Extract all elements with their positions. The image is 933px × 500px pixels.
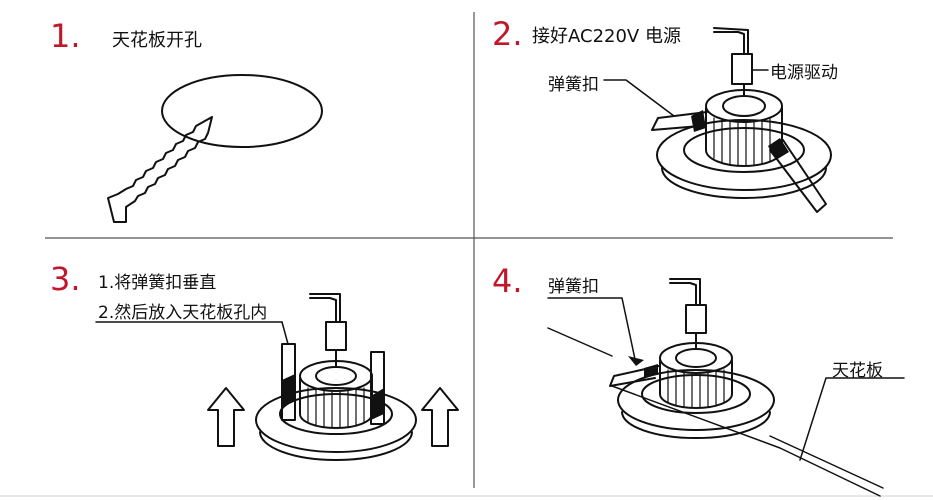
- clip-shade-right-2: [768, 138, 789, 160]
- step3-label-leader: [281, 321, 289, 345]
- step-2-number: 2.: [492, 15, 523, 53]
- step-3-line-2: 2.然后放入天花板孔内: [98, 303, 268, 323]
- arrowhead-4: [628, 356, 644, 366]
- jigsaw-blade: [107, 116, 213, 223]
- step-4-spring-clip-label: 弹簧扣: [548, 277, 599, 297]
- step4-ceiling-leader: [799, 377, 905, 461]
- step4-clip-leader: [547, 297, 637, 365]
- step-4-number: 4.: [492, 262, 523, 300]
- step-3-line-1: 1.将弹簧扣垂直: [98, 273, 217, 293]
- up-arrow-left: [207, 387, 245, 447]
- step-2-caption: 接好AC220V 电源: [532, 26, 681, 47]
- step-1-number: 1.: [50, 17, 81, 55]
- downlight-step3: [255, 293, 417, 461]
- step-4-ceiling-label: 天花板: [832, 361, 883, 381]
- step-1-caption: 天花板开孔: [112, 30, 202, 51]
- step-3-number: 3.: [50, 260, 81, 298]
- clip-shade-left-2: [691, 110, 706, 132]
- downlight-step2: [651, 27, 832, 213]
- downlight-step4: [609, 278, 775, 439]
- step-2-driver-label: 电源驱动: [770, 63, 838, 83]
- clip-shade-left-3: [282, 374, 295, 408]
- clip-shade-4: [644, 364, 658, 378]
- ceiling-board-3: [769, 435, 884, 489]
- step2-clip-leader: [603, 79, 675, 117]
- step-2-spring-clip-label: 弹簧扣: [548, 75, 599, 95]
- up-arrow-right: [421, 387, 459, 447]
- ceiling-hole: [161, 74, 323, 148]
- clip-shade-right-3: [371, 388, 384, 420]
- ceiling-board: [547, 327, 613, 357]
- ceiling-board-2: [611, 385, 881, 497]
